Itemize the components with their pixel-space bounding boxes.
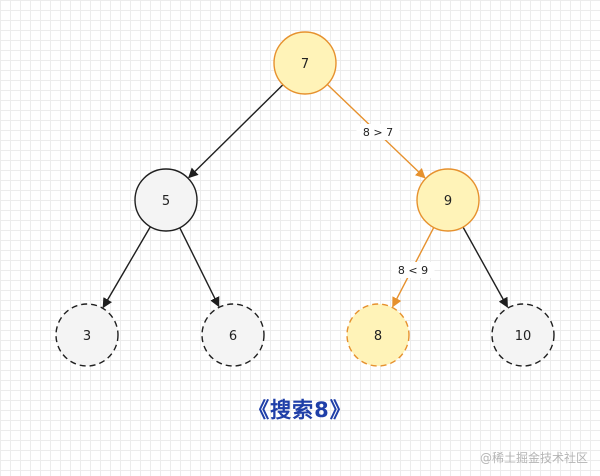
edge-n5-n3 (102, 226, 151, 309)
tree-node-label-3: 3 (83, 329, 91, 344)
edge-n5-n6 (179, 227, 220, 308)
edge-n7-n5 (188, 84, 284, 179)
tree-node-10 (491, 303, 555, 367)
tree-node-8 (346, 303, 410, 367)
tree-node-9 (416, 168, 480, 232)
tree-node-label-8: 8 (374, 329, 382, 344)
tree-node-3 (55, 303, 119, 367)
edge-label-bg (391, 262, 435, 278)
edge-n9-n10 (462, 226, 509, 308)
tree-node-label-9: 9 (444, 194, 452, 209)
tree-node-label-5: 5 (162, 194, 170, 209)
watermark: @稀土掘金技术社区 (479, 451, 588, 465)
edge-label-n7-n9: 8 > 7 (363, 126, 393, 139)
tree-node-6 (201, 303, 265, 367)
edge-label-n9-n8: 8 < 9 (398, 264, 428, 277)
tree-node-label-7: 7 (301, 57, 309, 72)
tree-node-label-6: 6 (229, 329, 237, 344)
tree-node-7 (273, 31, 337, 95)
edge-label-bg (356, 124, 400, 140)
tree-node-label-10: 10 (515, 329, 532, 344)
diagram-title: 《搜索8》 (248, 398, 352, 422)
tree-node-5 (134, 168, 198, 232)
